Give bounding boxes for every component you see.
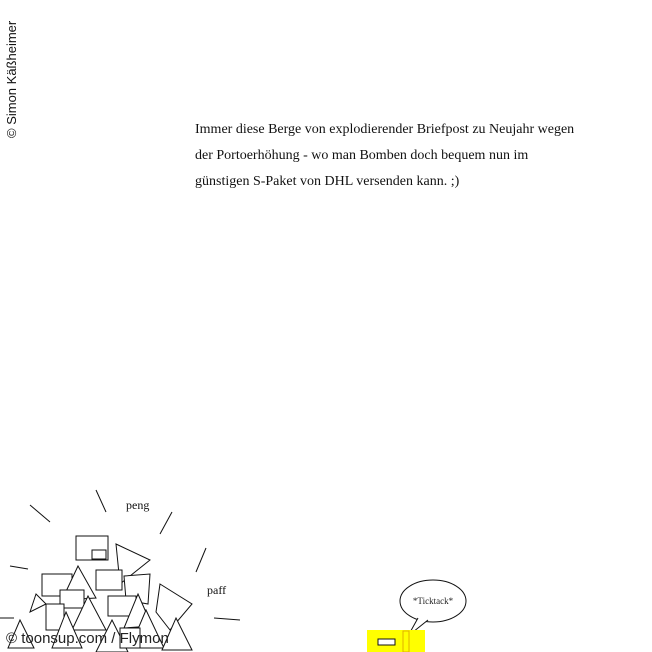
sound-effect-ticktack: *Ticktack* (412, 596, 454, 606)
sound-effect-paff: paff (207, 583, 227, 597)
sound-effect-peng: peng (126, 498, 150, 512)
caption-line: günstigen S-Paket von DHL versenden kann… (195, 174, 460, 189)
exploding-letter-pile (7, 535, 193, 652)
yellow-parcel (367, 630, 425, 652)
caption-line: der Portoerhöhung - wo man Bomben doch b… (195, 148, 529, 163)
caption-line: Immer diese Berge von explodierender Bri… (195, 122, 575, 137)
site-credit: © toonsup.com / Flymon (6, 630, 169, 647)
cartoon-caption: Immer diese Berge von explodierender Bri… (195, 117, 615, 195)
artist-credit: © Simon Käßheimer (4, 20, 19, 138)
explosion-burst-lines (0, 489, 241, 621)
